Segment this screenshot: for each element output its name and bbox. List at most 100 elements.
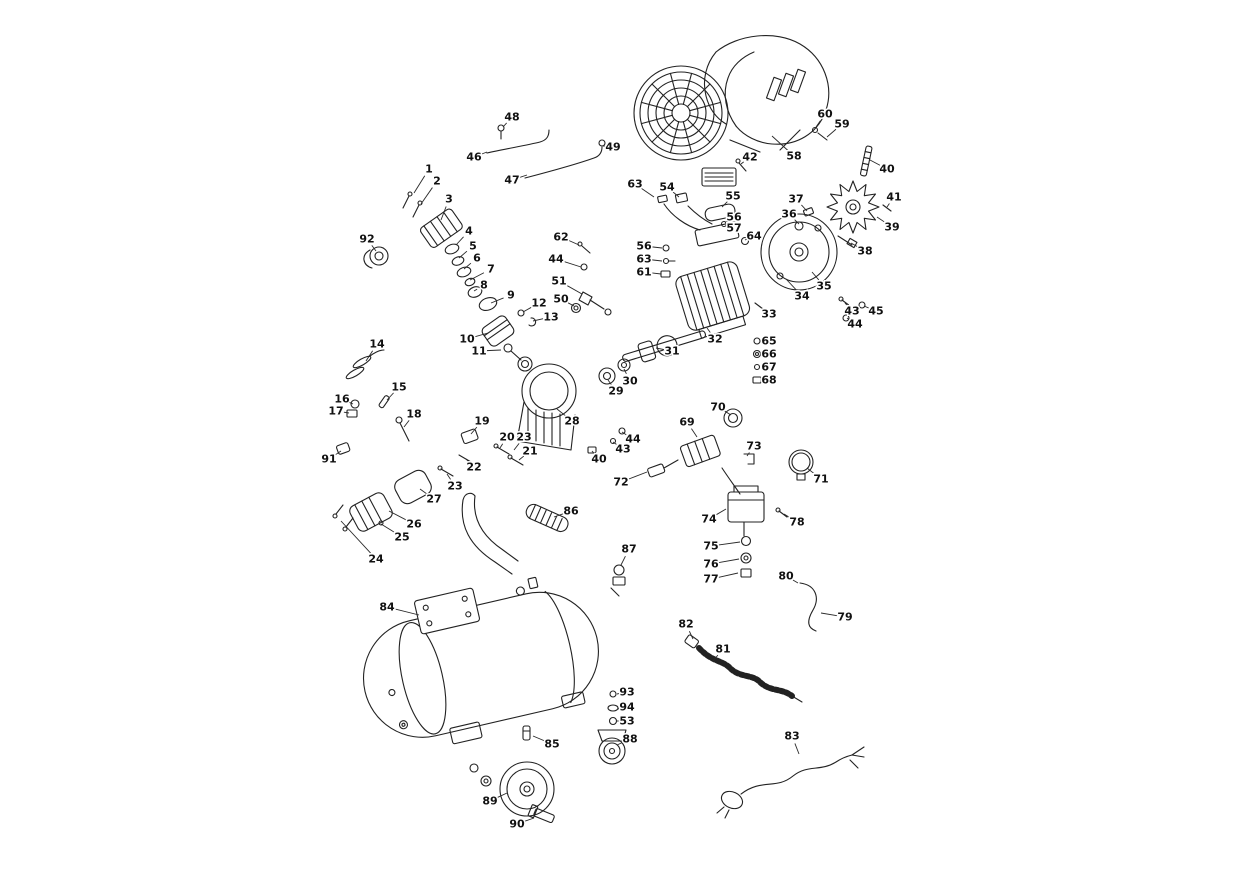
- part-label-2: 2: [433, 175, 441, 188]
- part-label-42: 42: [742, 151, 757, 164]
- part-label-88: 88: [622, 733, 637, 746]
- air-filter: [363, 246, 389, 269]
- part-label-14: 14: [369, 338, 385, 351]
- part-label-56: 56: [636, 240, 652, 253]
- leader-line-32: [706, 327, 711, 333]
- part-label-1: 1: [425, 163, 433, 176]
- leader-line-38: [850, 242, 859, 248]
- tank: [362, 576, 599, 745]
- leader-line-42: [740, 161, 744, 165]
- leader-line-63: [651, 259, 663, 262]
- leader-line-30: [623, 368, 627, 375]
- part-label-66: 66: [761, 348, 777, 361]
- leader-line-4: [455, 236, 464, 246]
- tank-handle: [461, 492, 569, 575]
- unloader-tube: [799, 582, 817, 632]
- leader-line-83: [794, 743, 800, 755]
- leader-line-70: [724, 410, 732, 416]
- part-label-30: 30: [622, 375, 638, 388]
- part-label-5: 5: [469, 240, 477, 253]
- part-label-61: 61: [636, 266, 651, 279]
- part-label-40: 40: [879, 163, 895, 176]
- part-label-72: 72: [613, 476, 628, 489]
- leader-line-26: [388, 510, 408, 521]
- outlet-fittings: [570, 241, 612, 316]
- leader-line-18: [403, 420, 410, 428]
- leader-line-75: [718, 541, 741, 546]
- part-label-90: 90: [509, 818, 525, 831]
- part-label-86: 86: [563, 505, 579, 518]
- part-label-29: 29: [608, 385, 623, 398]
- leader-line-12: [522, 306, 533, 313]
- leader-line-84: [394, 608, 420, 616]
- part-label-9: 9: [507, 289, 515, 302]
- leader-line-36: [794, 219, 800, 225]
- leader-line-23: [446, 473, 451, 480]
- part-label-35: 35: [816, 280, 831, 293]
- leader-line-46: [481, 151, 488, 155]
- leader-line-79: [820, 612, 838, 617]
- valve-reeds: [345, 349, 385, 380]
- part-label-44: 44: [625, 433, 641, 446]
- part-label-41: 41: [886, 191, 901, 204]
- fan-hardware: [735, 126, 892, 249]
- part-label-23: 23: [516, 431, 531, 444]
- leader-line-89: [497, 792, 508, 799]
- leader-line-22: [465, 458, 469, 462]
- part-label-18: 18: [406, 408, 421, 421]
- part-label-33: 33: [761, 308, 776, 321]
- leader-line-15: [386, 392, 394, 401]
- leader-line-11: [486, 349, 502, 352]
- leader-line-24: [340, 520, 371, 554]
- pressure-switch: [727, 485, 788, 578]
- leader-line-31: [655, 347, 665, 350]
- part-label-20: 20: [499, 431, 515, 444]
- leader-line-56: [651, 246, 663, 249]
- leader-line-28: [556, 408, 567, 417]
- part-label-92: 92: [359, 233, 374, 246]
- part-label-79: 79: [837, 611, 852, 624]
- part-label-84: 84: [379, 601, 395, 614]
- leader-line-6: [463, 262, 472, 270]
- part-label-7: 7: [487, 263, 495, 276]
- part-label-62: 62: [553, 231, 568, 244]
- part-label-74: 74: [701, 513, 717, 526]
- part-label-25: 25: [394, 531, 409, 544]
- part-label-80: 80: [778, 570, 794, 583]
- motor-mount-screws: [838, 296, 866, 322]
- leader-line-55: [721, 201, 728, 208]
- leader-line-41: [886, 203, 890, 208]
- leader-line-76: [718, 558, 740, 564]
- leader-line-27: [419, 488, 428, 495]
- part-label-3: 3: [445, 193, 453, 206]
- part-label-34: 34: [794, 290, 810, 303]
- power-cord: [716, 746, 865, 819]
- leader-line-50: [567, 302, 575, 307]
- leader-line-90: [524, 817, 535, 822]
- check-valve-assembly: [647, 408, 755, 495]
- part-label-68: 68: [761, 374, 776, 387]
- part-label-44: 44: [548, 253, 564, 266]
- part-label-23: 23: [447, 480, 462, 493]
- part-label-83: 83: [784, 730, 799, 743]
- leader-line-64: [744, 238, 747, 241]
- leader-line-44: [563, 261, 582, 268]
- leader-line-44: [846, 317, 849, 320]
- leader-line-59: [826, 128, 837, 138]
- leader-line-3: [440, 206, 447, 221]
- tank-bolt: [522, 725, 531, 741]
- wheel-hardware: [469, 763, 555, 824]
- part-label-57: 57: [726, 222, 741, 235]
- part-label-69: 69: [679, 416, 694, 429]
- leader-line-88: [616, 741, 623, 746]
- part-label-11: 11: [471, 345, 486, 358]
- part-label-76: 76: [703, 558, 719, 571]
- part-label-10: 10: [459, 333, 475, 346]
- leader-line-7: [469, 272, 485, 281]
- part-label-26: 26: [406, 518, 422, 531]
- leader-line-34: [785, 278, 797, 291]
- handle-rods: [486, 124, 606, 179]
- leader-line-37: [801, 204, 808, 212]
- leader-line-20: [499, 443, 504, 449]
